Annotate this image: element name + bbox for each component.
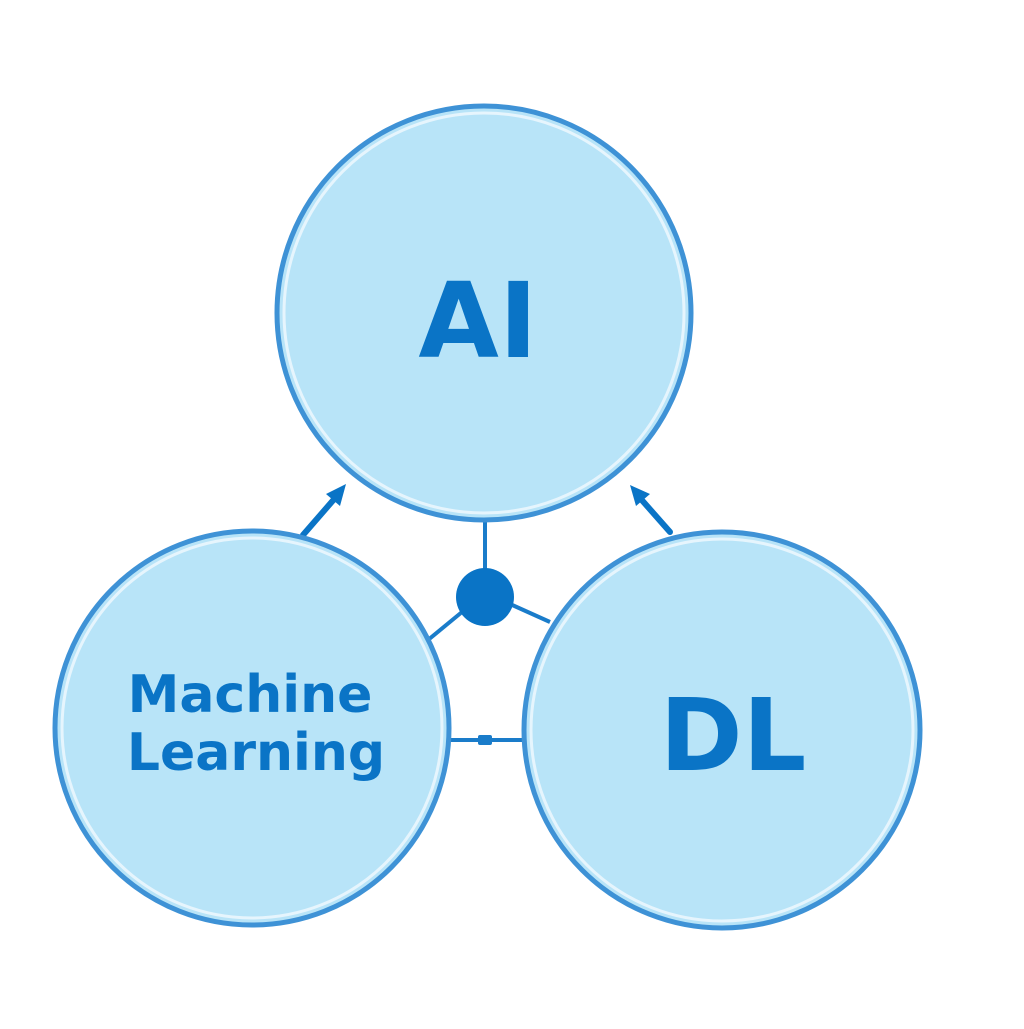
connector-ml-dl-joint <box>478 735 492 745</box>
node-ai: AI <box>274 103 694 523</box>
node-ai-circle <box>274 103 694 523</box>
connectors <box>426 520 551 745</box>
node-ai-inner-ring <box>282 111 686 515</box>
connector-hub-dl <box>509 602 551 624</box>
arrow-ml-to-ai-shaft <box>300 494 339 538</box>
arrow-ml-to-ai-head <box>326 484 346 506</box>
node-dl: DL <box>521 529 923 931</box>
node-ai-label: AI <box>418 260 537 382</box>
node-ml-label-line2: Learning <box>127 723 385 783</box>
connector-hub-ml <box>426 610 464 642</box>
node-ml-circle <box>52 528 452 928</box>
arrow-dl-to-ai-head <box>630 485 650 506</box>
hub-node <box>456 568 514 626</box>
node-ml-label-line1: Machine <box>128 665 373 725</box>
arrows <box>300 484 673 538</box>
node-ml-inner-ring <box>60 536 444 920</box>
arrow-dl-to-ai-shaft <box>637 495 673 535</box>
node-dl-label: DL <box>660 677 807 794</box>
node-dl-circle <box>521 529 923 931</box>
node-ml: Machine Learning <box>52 528 452 928</box>
node-dl-inner-ring <box>529 537 915 923</box>
